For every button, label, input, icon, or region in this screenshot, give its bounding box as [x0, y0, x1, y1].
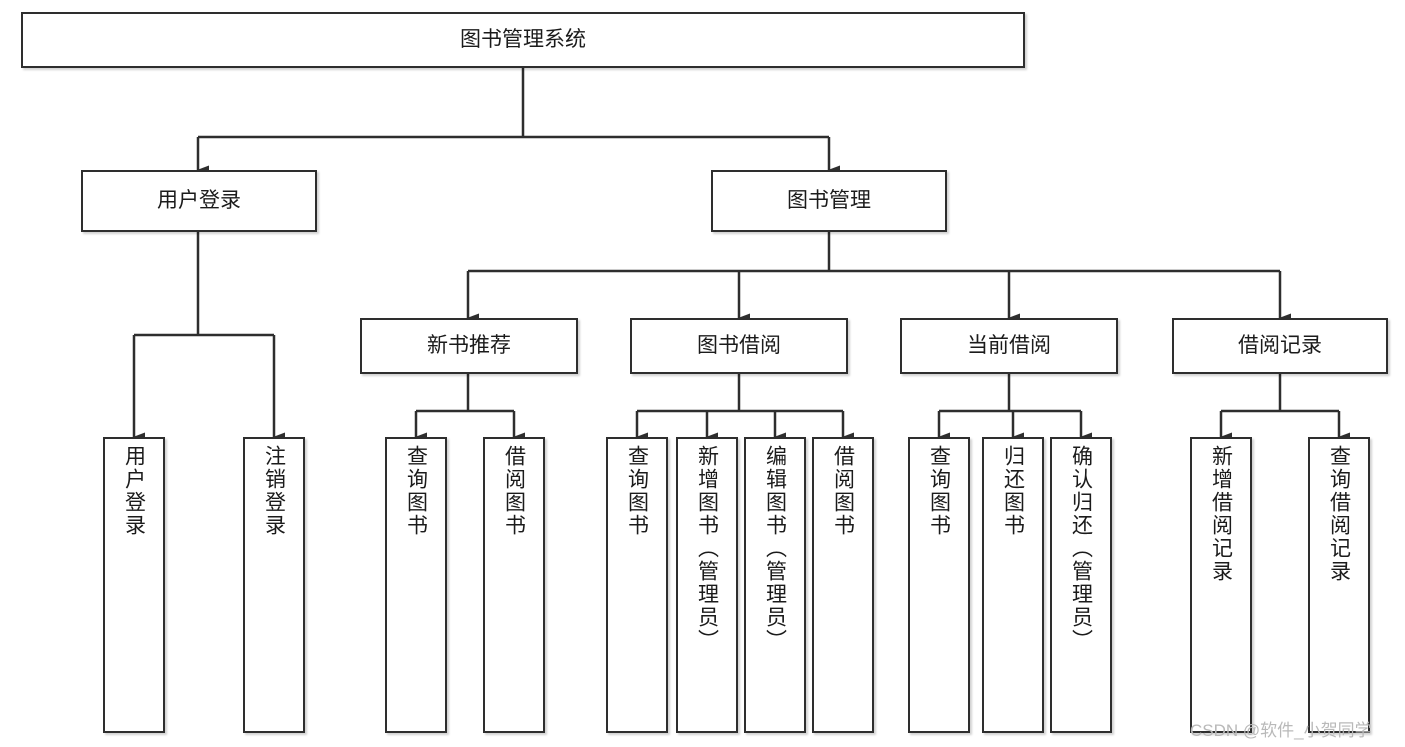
level1-node-用户登录-0[interactable]: 用户登录: [81, 170, 317, 232]
node-label: 借阅图书: [831, 445, 855, 537]
csdn-watermark: CSDN @软件_小贺同学: [1190, 721, 1372, 740]
node-label: 确认归还（管理员）: [1069, 445, 1093, 652]
node-label: 注销登录: [262, 445, 286, 537]
node-label: 查询借阅记录: [1327, 445, 1351, 583]
leaf-node-新增借阅记录-11[interactable]: 新增借阅记录: [1190, 437, 1252, 733]
node-label: 用户登录: [157, 188, 241, 212]
leaf-node-查询图书-2[interactable]: 查询图书: [385, 437, 447, 733]
leaf-node-查询图书-4[interactable]: 查询图书: [606, 437, 668, 733]
leaf-node-新增图书管理员-5[interactable]: 新增图书（管理员）: [676, 437, 738, 733]
leaf-node-归还图书-9[interactable]: 归还图书: [982, 437, 1044, 733]
leaf-node-确认归还管理员-10[interactable]: 确认归还（管理员）: [1050, 437, 1112, 733]
node-label: 归还图书: [1001, 445, 1025, 537]
leaf-node-用户登录-0[interactable]: 用户登录: [103, 437, 165, 733]
node-label: 编辑图书（管理员）: [763, 445, 787, 652]
level2-node-当前借阅-2[interactable]: 当前借阅: [900, 318, 1118, 374]
leaf-node-查询图书-8[interactable]: 查询图书: [908, 437, 970, 733]
node-label: 借阅记录: [1238, 333, 1322, 357]
node-label: 用户登录: [122, 445, 146, 537]
node-label: 新增借阅记录: [1209, 445, 1233, 583]
node-label: 查询图书: [927, 445, 951, 537]
level2-node-新书推荐-0[interactable]: 新书推荐: [360, 318, 578, 374]
node-label: 新增图书（管理员）: [695, 445, 719, 652]
node-label: 图书管理: [787, 188, 871, 212]
leaf-node-借阅图书-7[interactable]: 借阅图书: [812, 437, 874, 733]
node-label: 新书推荐: [427, 333, 511, 357]
leaf-node-查询借阅记录-12[interactable]: 查询借阅记录: [1308, 437, 1370, 733]
level1-node-图书管理-1[interactable]: 图书管理: [711, 170, 947, 232]
leaf-node-编辑图书管理员-6[interactable]: 编辑图书（管理员）: [744, 437, 806, 733]
node-label: 查询图书: [625, 445, 649, 537]
node-label: 图书管理系统: [460, 27, 586, 51]
leaf-node-借阅图书-3[interactable]: 借阅图书: [483, 437, 545, 733]
level2-node-借阅记录-3[interactable]: 借阅记录: [1172, 318, 1388, 374]
level2-node-图书借阅-1[interactable]: 图书借阅: [630, 318, 848, 374]
node-label: 图书借阅: [697, 333, 781, 357]
leaf-node-注销登录-1[interactable]: 注销登录: [243, 437, 305, 733]
edge-lines: [132, 68, 1350, 442]
root-node-图书管理系统[interactable]: 图书管理系统: [21, 12, 1025, 68]
node-label: 借阅图书: [502, 445, 526, 537]
node-label: 查询图书: [404, 445, 428, 537]
node-label: 当前借阅: [967, 333, 1051, 357]
